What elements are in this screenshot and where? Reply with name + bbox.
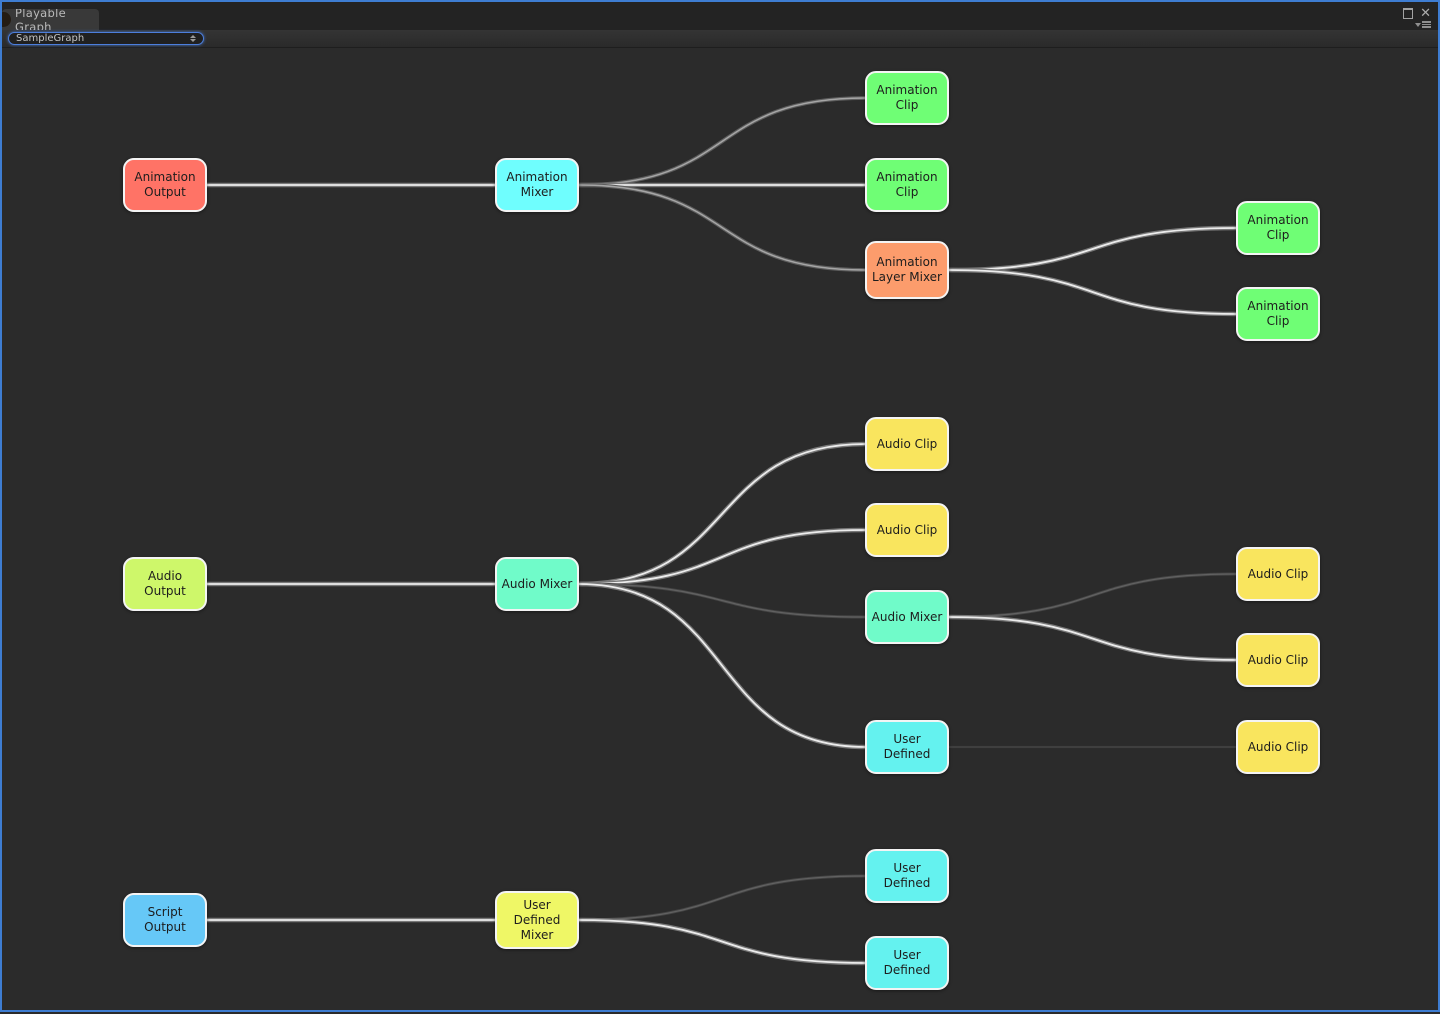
graph-icon (2, 12, 11, 27)
edge-animation-mixer-to-anim-layer-mixer (578, 184, 866, 271)
graph-node-anim-clip-b[interactable]: Animation Clip (865, 158, 949, 212)
node-label: Audio Clip (876, 436, 938, 451)
node-label: User Defined (883, 732, 931, 761)
edge-audio-mixer-to-audio-clip-a (578, 443, 866, 585)
graph-node-audio-output[interactable]: Audio Output (123, 557, 207, 611)
node-label: Audio Clip (1247, 652, 1309, 667)
panel-menu-button[interactable] (1415, 21, 1431, 28)
tab-bar: Playable Graph ✕ (2, 2, 1438, 30)
node-label: Audio Output (144, 569, 186, 598)
edge-audio-mixer-to-user-defined-a (578, 583, 866, 748)
edge-audio-mixer-2-to-audio-clip-c (948, 573, 1237, 618)
edge-user-defined-mixer-to-user-defined-c (578, 919, 866, 964)
graph-node-audio-clip-b[interactable]: Audio Clip (865, 503, 949, 557)
graph-node-anim-layer-mixer[interactable]: Animation Layer Mixer (865, 241, 949, 299)
graph-node-animation-output[interactable]: Animation Output (123, 158, 207, 212)
node-label: Animation Clip (876, 83, 938, 112)
graph-selector-value: SampleGraph (16, 33, 85, 44)
graph-node-user-defined-c[interactable]: User Defined (865, 936, 949, 990)
edge-audio-mixer-2-to-audio-clip-d (948, 616, 1237, 661)
node-label: Audio Mixer (871, 609, 943, 624)
graph-node-audio-mixer-2[interactable]: Audio Mixer (865, 590, 949, 644)
menu-icon (1422, 21, 1431, 28)
graph-node-animation-mixer[interactable]: Animation Mixer (495, 158, 579, 212)
node-label: Animation Mixer (506, 170, 568, 199)
graph-node-audio-clip-c[interactable]: Audio Clip (1236, 547, 1320, 601)
edge-user-defined-mixer-to-user-defined-b (578, 875, 866, 921)
graph-selector-dropdown[interactable]: SampleGraph (8, 32, 204, 45)
graph-node-anim-clip-a[interactable]: Animation Clip (865, 71, 949, 125)
dropdown-arrows-icon (190, 35, 196, 42)
node-label: Animation Clip (1247, 299, 1309, 328)
graph-node-audio-clip-a[interactable]: Audio Clip (865, 417, 949, 471)
node-label: Script Output (144, 905, 186, 934)
tab-playable-graph[interactable]: Playable Graph (2, 9, 99, 30)
graph-node-user-defined-b[interactable]: User Defined (865, 849, 949, 903)
toolbar: SampleGraph (2, 30, 1438, 48)
edge-anim-layer-mixer-to-anim-clip-c (948, 227, 1237, 271)
edge-animation-mixer-to-anim-clip-a (578, 97, 866, 186)
node-label: Animation Layer Mixer (871, 255, 942, 284)
node-label: Animation Output (134, 170, 196, 199)
graph-node-audio-mixer[interactable]: Audio Mixer (495, 557, 579, 611)
node-label: User Defined Mixer (513, 897, 561, 942)
chevron-down-icon (1415, 22, 1421, 27)
graph-node-user-defined-a[interactable]: User Defined (865, 720, 949, 774)
graph-node-anim-clip-c[interactable]: Animation Clip (1236, 201, 1320, 255)
node-label: User Defined (883, 861, 931, 890)
node-label: Animation Clip (876, 170, 938, 199)
node-label: Audio Clip (876, 522, 938, 537)
node-label: Audio Clip (1247, 566, 1309, 581)
node-label: Audio Clip (1247, 739, 1309, 754)
graph-node-anim-clip-d[interactable]: Animation Clip (1236, 287, 1320, 341)
node-label: Animation Clip (1247, 213, 1309, 242)
edge-anim-layer-mixer-to-anim-clip-d (948, 269, 1237, 315)
close-icon[interactable]: ✕ (1420, 6, 1431, 21)
tab-title: Playable Graph (15, 9, 66, 30)
graph-node-user-defined-mixer[interactable]: User Defined Mixer (495, 891, 579, 949)
edge-audio-mixer-to-audio-mixer-2 (578, 583, 866, 618)
graph-node-audio-clip-d[interactable]: Audio Clip (1236, 633, 1320, 687)
maximize-icon[interactable] (1403, 8, 1414, 19)
node-label: Audio Mixer (501, 576, 573, 591)
graph-node-audio-clip-e[interactable]: Audio Clip (1236, 720, 1320, 774)
graph-node-script-output[interactable]: Script Output (123, 893, 207, 947)
node-label: User Defined (883, 948, 931, 977)
edge-audio-mixer-to-audio-clip-b (578, 529, 866, 585)
